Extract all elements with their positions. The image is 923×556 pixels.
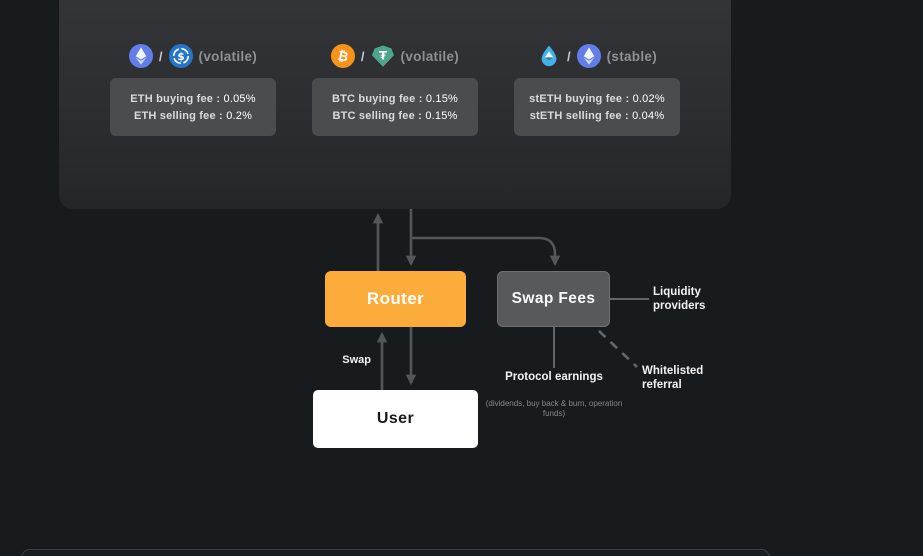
- fee-row: ETH selling fee : 0.2%: [134, 108, 252, 124]
- protocol-earnings-label: Protocol earnings: [505, 371, 603, 383]
- fee-row: BTC selling fee : 0.15%: [332, 108, 457, 124]
- arrow-panel-to-swapfees: [411, 236, 561, 267]
- fee-box-btc: BTC buying fee : 0.15% BTC selling fee :…: [312, 78, 478, 136]
- fee-value: 0.2%: [226, 109, 253, 122]
- fee-panel: / $ (volatile) ETH buying fee : 0.05% ET…: [59, 0, 731, 209]
- fee-box-steth: stETH buying fee : 0.02% stETH selling f…: [514, 78, 680, 136]
- pair-separator: /: [566, 48, 571, 64]
- steth-icon: [541, 45, 557, 67]
- swap-fees-node: Swap Fees: [497, 271, 610, 327]
- swap-fees-label: Swap Fees: [511, 290, 596, 307]
- pair-header: / $ (volatile): [128, 44, 258, 68]
- pair-header: ₿ / ₮ (volatile): [330, 44, 460, 68]
- router-label: Router: [366, 289, 425, 308]
- pair-type-label: (volatile): [400, 48, 460, 64]
- fee-row: BTC buying fee : 0.15%: [332, 91, 458, 107]
- fee-box-eth: ETH buying fee : 0.05% ETH selling fee :…: [110, 78, 276, 136]
- fee-value: 0.15%: [425, 109, 458, 122]
- bottom-panel-edge: [21, 549, 770, 556]
- fee-row: stETH buying fee : 0.02%: [529, 91, 665, 107]
- pair-type-label: (stable): [606, 48, 658, 64]
- fee-value: 0.04%: [632, 109, 665, 122]
- fee-label: ETH selling fee :: [133, 109, 223, 122]
- fee-label: BTC selling fee :: [332, 109, 423, 122]
- svg-text:₮: ₮: [379, 49, 387, 63]
- fee-value: 0.05%: [223, 92, 256, 105]
- usdc-icon: $: [168, 44, 193, 68]
- fee-value: 0.02%: [632, 92, 665, 105]
- svg-text:$: $: [177, 51, 184, 63]
- protocol-earnings-detail: (dividends, buy back & burn, operation f…: [485, 399, 623, 418]
- pair-separator: /: [360, 48, 365, 64]
- fee-value: 0.15%: [425, 92, 459, 105]
- eth-icon: [128, 44, 153, 68]
- fee-row: stETH selling fee : 0.04%: [530, 108, 665, 124]
- user-label: User: [376, 410, 415, 427]
- swap-label: Swap: [342, 354, 371, 366]
- btc-icon: ₿: [330, 44, 355, 68]
- usdt-icon: ₮: [371, 45, 394, 67]
- user-node: User: [313, 390, 478, 448]
- dashed-line-swapfees-to-whitelisted: [598, 330, 638, 368]
- pair-separator: /: [158, 48, 163, 64]
- fee-row: ETH buying fee : 0.05%: [130, 91, 255, 107]
- whitelisted-referral-label: Whitelisted referral: [642, 365, 704, 391]
- eth-icon: [576, 44, 601, 68]
- pair-header: / (stable): [537, 44, 657, 68]
- svg-text:₿: ₿: [336, 49, 349, 66]
- router-node: Router: [325, 271, 466, 327]
- liquidity-providers-label: Liquidity providers: [653, 286, 706, 312]
- fee-label: stETH buying fee :: [529, 92, 630, 105]
- fee-label: BTC buying fee :: [331, 92, 423, 105]
- pair-type-label: (volatile): [198, 48, 258, 64]
- fee-label: stETH selling fee :: [529, 109, 629, 122]
- fee-label: ETH buying fee :: [130, 92, 221, 105]
